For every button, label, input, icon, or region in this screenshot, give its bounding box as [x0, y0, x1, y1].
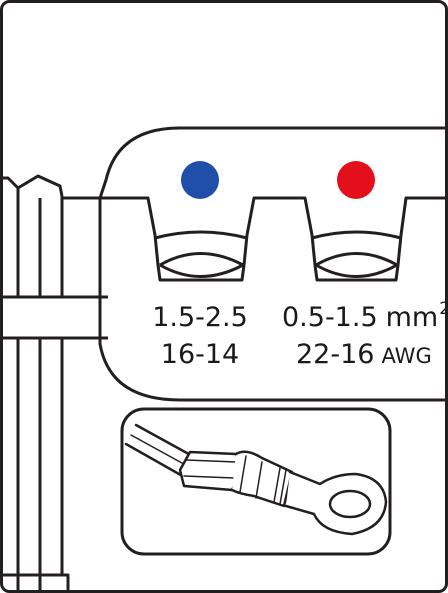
- blue-marker-dot: [181, 161, 219, 199]
- ring-terminal-icon: [124, 423, 388, 536]
- die-2-awg-label: 22-16 AWG: [296, 339, 432, 370]
- die-1-mm-label: 1.5-2.5: [152, 302, 248, 333]
- die-2-mm-exp: 2: [439, 299, 448, 319]
- die-2-mm-label: 0.5-1.5 mm2: [282, 299, 448, 333]
- left-rail: [1, 174, 108, 591]
- die-2-awg-unit: AWG: [381, 344, 431, 368]
- die-2-mm-unit: mm: [386, 302, 439, 333]
- red-marker-dot: [337, 161, 375, 199]
- die-2-mm-value: 0.5-1.5: [282, 302, 378, 333]
- die-1-awg-label: 16-14: [161, 339, 239, 370]
- die-2-awg-value: 22-16: [296, 339, 374, 370]
- crimp-profile: [100, 196, 446, 282]
